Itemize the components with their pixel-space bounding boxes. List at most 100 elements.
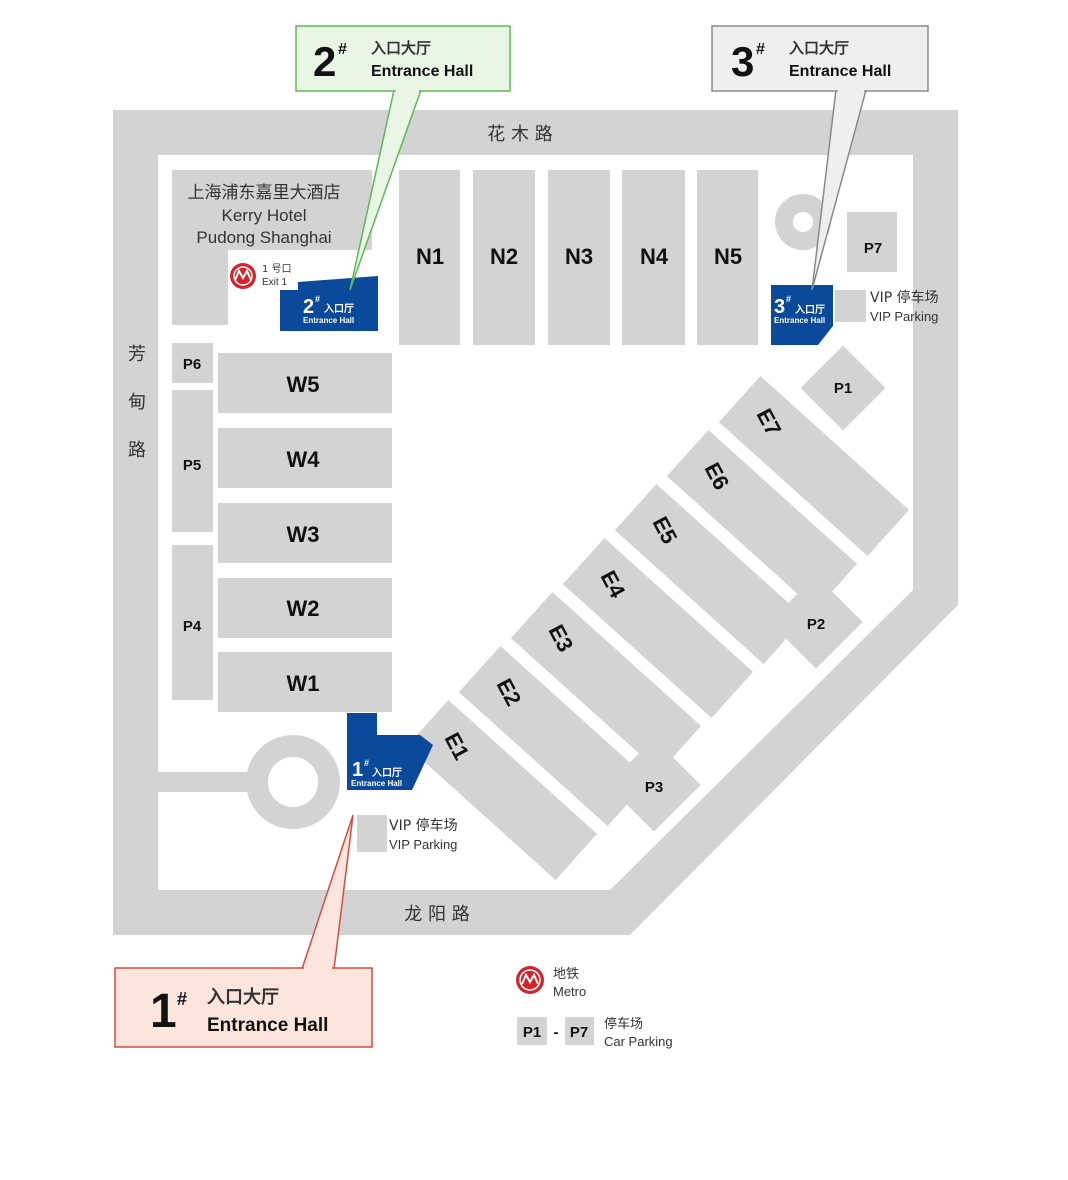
legend: 地铁 Metro P1 - P7 停车场 Car Parking: [516, 966, 673, 1049]
roundabout-ne-center: [793, 212, 813, 232]
svg-text:W4: W4: [287, 447, 321, 472]
svg-text:P3: P3: [645, 779, 663, 796]
svg-text:P5: P5: [183, 457, 201, 474]
svg-text:P4: P4: [183, 618, 202, 635]
svg-text:N4: N4: [640, 244, 669, 269]
svg-text:入口厅: 入口厅: [324, 303, 354, 315]
parking-p1[interactable]: P1: [800, 345, 886, 431]
svg-text:入口大厅: 入口大厅: [207, 986, 279, 1008]
svg-text:3: 3: [731, 38, 754, 85]
hall-n4[interactable]: N4: [622, 170, 685, 345]
metro-icon[interactable]: [230, 263, 256, 289]
svg-text:Entrance Hall: Entrance Hall: [371, 63, 473, 80]
legend-p1: P1: [523, 1024, 541, 1041]
hall-e3[interactable]: E3: [510, 592, 702, 772]
hall-e6[interactable]: E6: [666, 430, 858, 610]
hall-w5[interactable]: W5: [218, 353, 392, 413]
svg-text:W2: W2: [287, 596, 320, 621]
hall-w4[interactable]: W4: [218, 428, 392, 488]
legend-p7: P7: [570, 1024, 588, 1041]
svg-text:Entrance Hall: Entrance Hall: [774, 316, 825, 325]
vip-parking-ne-en: VIP Parking: [870, 309, 938, 324]
vip-parking-ne-cn: VIP 停车场: [870, 289, 939, 306]
callout-entrance-3: 3 # 入口大厅 Entrance Hall: [711, 25, 929, 291]
hotel-name-en: Kerry Hotel: [221, 206, 306, 225]
road-west: 甸: [128, 392, 146, 413]
vip-parking-s[interactable]: [357, 815, 387, 852]
svg-text:入口厅: 入口厅: [372, 767, 402, 779]
legend-p7-box: [565, 1017, 594, 1045]
legend-dash: -: [554, 1024, 559, 1041]
road-south: 龙 阳 路: [404, 904, 469, 925]
svg-text:P6: P6: [183, 356, 201, 373]
svg-text:3: 3: [774, 296, 785, 318]
hall-w1[interactable]: W1: [218, 652, 392, 712]
svg-text:W5: W5: [287, 372, 320, 397]
vip-parking-s-cn: VIP 停车场: [389, 817, 458, 834]
metro-exit-cn: 1 号口: [262, 263, 292, 275]
roundabout-sw-center: [268, 757, 318, 807]
parking-p4[interactable]: P4: [172, 545, 213, 700]
svg-text:N3: N3: [565, 244, 593, 269]
road-sw-spur: [158, 772, 258, 792]
svg-text:Entrance Hall: Entrance Hall: [303, 316, 354, 325]
svg-text:1: 1: [150, 985, 177, 1038]
entrance-hall-3[interactable]: 3 # 入口厅 Entrance Hall: [771, 285, 833, 345]
hotel-block: [172, 170, 372, 325]
svg-text:#: #: [338, 41, 347, 58]
svg-text:#: #: [786, 294, 791, 304]
svg-text:Entrance Hall: Entrance Hall: [789, 63, 891, 80]
hotel-name-cn: 上海浦东嘉里大酒店: [188, 183, 341, 203]
legend-parking-cn: 停车场: [604, 1016, 643, 1032]
svg-text:Entrance Hall: Entrance Hall: [207, 1015, 328, 1036]
parking-p6[interactable]: P6: [172, 343, 213, 383]
entrance-hall-2[interactable]: 2 # 入口厅 Entrance Hall: [280, 276, 378, 331]
parking-p5[interactable]: P5: [172, 390, 213, 532]
svg-text:P7: P7: [864, 240, 882, 257]
svg-text:W3: W3: [287, 522, 320, 547]
svg-text:N5: N5: [714, 244, 742, 269]
hall-n1[interactable]: N1: [399, 170, 460, 345]
svg-text:N2: N2: [490, 244, 518, 269]
svg-text:入口大厅: 入口大厅: [371, 39, 431, 57]
hall-w2[interactable]: W2: [218, 578, 392, 638]
svg-text:N1: N1: [416, 244, 444, 269]
svg-text:入口厅: 入口厅: [795, 304, 825, 316]
svg-text:1: 1: [352, 759, 363, 781]
svg-text:#: #: [315, 294, 320, 304]
entrance-hall-1[interactable]: 1 # 入口厅 Entrance Hall: [347, 713, 433, 790]
vip-parking-ne[interactable]: [835, 290, 866, 322]
legend-p1-box: [517, 1017, 547, 1045]
svg-text:#: #: [756, 41, 765, 58]
legend-parking-en: Car Parking: [604, 1034, 673, 1049]
hall-e1[interactable]: E1: [406, 700, 598, 880]
hotel-name-en2: Pudong Shanghai: [196, 228, 331, 247]
svg-text:P1: P1: [834, 380, 852, 397]
legend-metro-en: Metro: [553, 984, 586, 999]
callout-entrance-1: 1 # 入口大厅 Entrance Hall: [114, 814, 373, 1048]
svg-text:2: 2: [303, 296, 314, 318]
hall-e5[interactable]: E5: [614, 484, 806, 664]
hall-e7[interactable]: E7: [718, 376, 910, 556]
svg-text:Entrance Hall: Entrance Hall: [351, 779, 402, 788]
hall-e4[interactable]: E4: [562, 538, 754, 718]
vip-parking-s-en: VIP Parking: [389, 837, 457, 852]
svg-text:2: 2: [313, 38, 336, 85]
hall-w3[interactable]: W3: [218, 503, 392, 563]
hall-n3[interactable]: N3: [548, 170, 610, 345]
legend-metro-icon: [516, 966, 544, 994]
metro-exit-en: Exit 1: [262, 277, 287, 288]
svg-text:W1: W1: [287, 671, 320, 696]
hall-e2[interactable]: E2: [458, 646, 650, 826]
svg-text:#: #: [364, 758, 369, 768]
hall-n2[interactable]: N2: [473, 170, 535, 345]
svg-text:P2: P2: [807, 616, 825, 633]
hall-n5[interactable]: N5: [697, 170, 758, 345]
callout-entrance-2: 2 # 入口大厅 Entrance Hall: [295, 25, 511, 291]
road-north: 花 木 路: [487, 124, 552, 145]
svg-text:#: #: [177, 989, 187, 1009]
parking-p7[interactable]: P7: [847, 212, 897, 272]
road-west: 路: [128, 440, 146, 461]
legend-metro-cn: 地铁: [553, 967, 579, 982]
